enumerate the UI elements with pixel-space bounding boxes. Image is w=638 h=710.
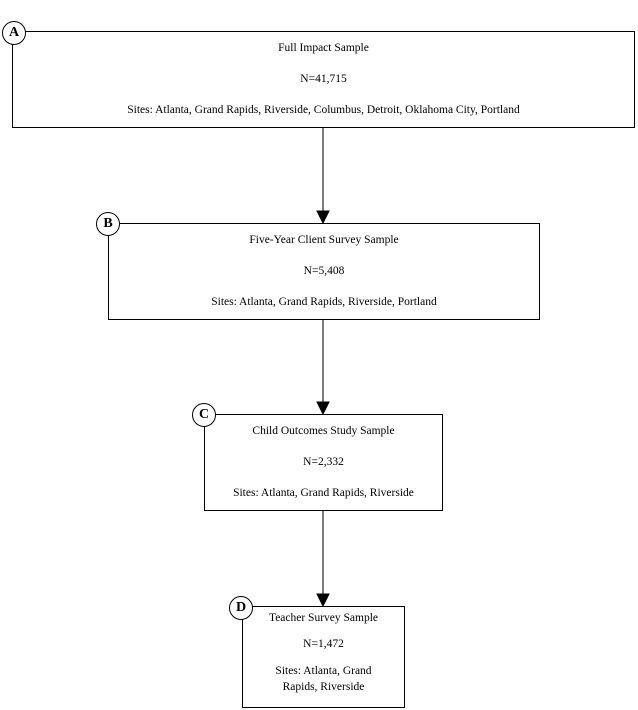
box-title: Child Outcomes Study Sample [252, 425, 395, 437]
sites-list: Sites: Atlanta, Grand Rapids, Riverside [233, 487, 414, 499]
arrowhead-c-to-d [316, 593, 330, 608]
step-badge-b: B [96, 212, 120, 236]
step-badge-d: D [229, 596, 253, 620]
five-year-client-survey-box: Five-Year Client Survey Sample N=5,408 S… [108, 223, 540, 320]
teacher-survey-box: Teacher Survey Sample N=1,472 Sites: Atl… [242, 606, 405, 708]
sites-list: Sites: Atlanta, Grand Rapids, Riverside,… [211, 296, 437, 308]
full-impact-sample-box: Full Impact Sample N=41,715 Sites: Atlan… [12, 31, 635, 128]
box-title: Full Impact Sample [278, 42, 369, 54]
sites-list: Sites: Atlanta, Grand Rapids, Riverside,… [127, 104, 520, 116]
box-title: Five-Year Client Survey Sample [249, 234, 399, 246]
step-badge-c: C [192, 403, 216, 427]
arrowhead-b-to-c [316, 401, 330, 416]
sample-size: N=2,332 [303, 456, 344, 468]
arrowhead-a-to-b [316, 210, 330, 225]
box-title: Teacher Survey Sample [268, 612, 379, 624]
sites-list: Sites: Atlanta, Grand Rapids, Riverside [275, 665, 372, 693]
sample-size: N=5,408 [303, 265, 345, 277]
child-outcomes-study-box: Child Outcomes Study Sample N=2,332 Site… [204, 414, 443, 511]
sample-size: N=1,472 [303, 638, 344, 650]
sample-size: N=41,715 [300, 73, 347, 85]
step-badge-a: A [2, 21, 26, 45]
